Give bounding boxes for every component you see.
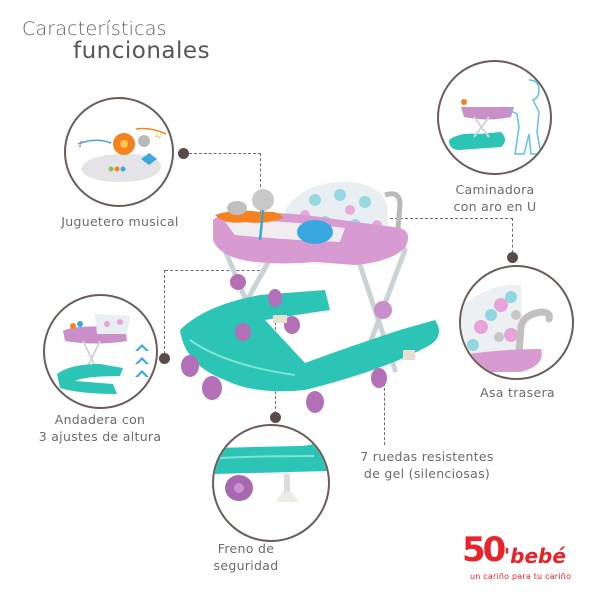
connector-dot-height	[159, 353, 170, 364]
feature-label-wheels: 7 ruedas resistentes de gel (silenciosas…	[352, 448, 502, 482]
feature-circle-rear-handle	[459, 265, 574, 380]
child-pushing-walker-icon	[449, 79, 542, 155]
feature-label-brake-line1: Freno de	[217, 541, 275, 556]
height-arrows-icon	[57, 314, 149, 394]
feature-label-u-ring-line1: Caminadora	[455, 182, 535, 197]
rear-handle-icon	[461, 284, 553, 372]
connector-dot-ring	[507, 252, 518, 263]
feature-label-brake: Freno de seguridad	[196, 540, 296, 574]
connector-dot-musical	[178, 148, 189, 159]
connector-line-musical-h	[189, 153, 261, 154]
feature-circle-brake	[212, 424, 330, 542]
connector-line-wheels-v	[384, 378, 385, 445]
feature-label-musical-toy: Juguetero musical	[61, 214, 179, 229]
feature-label-brake-line2: seguridad	[213, 558, 279, 573]
brake-stopper-icon	[214, 438, 328, 502]
brand-logo: 50 'bebé un cariño para tu cariño	[462, 530, 592, 590]
title-line-2: funcionales	[73, 38, 211, 64]
feature-label-wheels-line2: de gel (silenciosas)	[363, 466, 491, 481]
svg-text:♪: ♪	[78, 140, 84, 150]
connector-line-ring-v	[512, 218, 513, 253]
connector-line-ring-h	[385, 218, 513, 219]
feature-label-u-ring: Caminadora con aro en U	[430, 181, 560, 215]
feature-circle-musical-toy: ♪ ♫	[64, 97, 174, 207]
title-line-1: Características	[22, 18, 167, 40]
brand-logo-name: 'bebé	[504, 544, 566, 568]
baby-walker-product-image	[165, 170, 455, 420]
feature-label-rear-handle: Asa trasera	[480, 385, 555, 400]
brand-tagline: un cariño para tu cariño	[470, 572, 572, 581]
connector-line-height-h	[165, 270, 265, 271]
musical-toy-tray-icon: ♪ ♫	[77, 127, 167, 182]
connector-line-height-v	[164, 270, 165, 354]
feature-label-height-adjust: Andadera con 3 ajustes de altura	[20, 411, 180, 445]
svg-text:♫: ♫	[154, 130, 162, 140]
feature-label-u-ring-line2: con aro en U	[453, 199, 537, 214]
feature-label-height-adjust-line2: 3 ajustes de altura	[38, 429, 162, 444]
feature-label-height-adjust-line1: Andadera con	[54, 412, 146, 427]
connector-line-musical-v	[260, 153, 261, 213]
connector-dot-brake	[270, 412, 281, 423]
feature-label-wheels-line1: 7 ruedas resistentes	[360, 449, 494, 464]
feature-circle-height-adjust	[43, 294, 158, 409]
brand-logo-number: 50	[462, 530, 506, 570]
feature-circle-u-ring	[437, 60, 552, 175]
